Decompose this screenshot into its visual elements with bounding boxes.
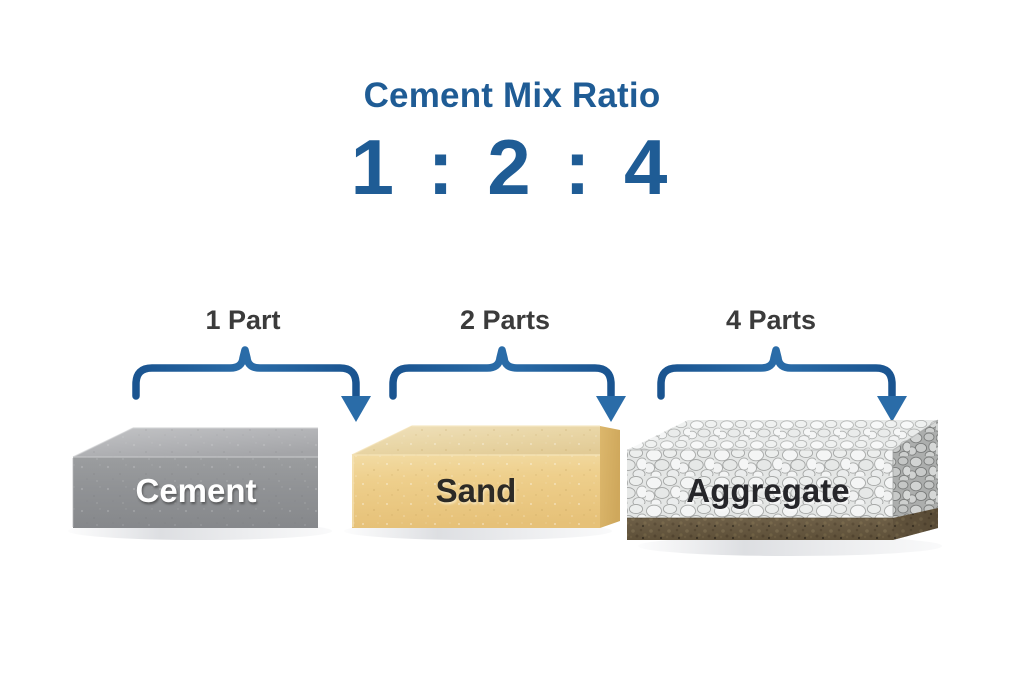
part-label-cement: 1 Part (205, 305, 281, 335)
brace-arrow-cement-icon (132, 346, 371, 422)
aggregate-side-face (893, 420, 938, 518)
page-title: Cement Mix Ratio (363, 76, 661, 115)
block-cement (68, 427, 332, 540)
brace-arrow-aggregate-icon (657, 346, 907, 422)
aggregate-block-shadow (638, 536, 942, 556)
aggregate-front-face (627, 450, 893, 518)
sand-side-face (600, 426, 620, 528)
part-label-aggregate: 4 Parts (725, 305, 817, 335)
header-group: Cement Mix Ratio 1 : 2 : 4 (0, 74, 1024, 210)
block-sand (344, 425, 620, 540)
block-aggregate (627, 419, 942, 556)
aggregate-top-face (627, 420, 938, 450)
ratio-value: 1 : 2 : 4 (350, 123, 674, 211)
brace-arrow-sand-icon (389, 346, 626, 422)
part-label-sand: 2 Parts (459, 305, 551, 335)
